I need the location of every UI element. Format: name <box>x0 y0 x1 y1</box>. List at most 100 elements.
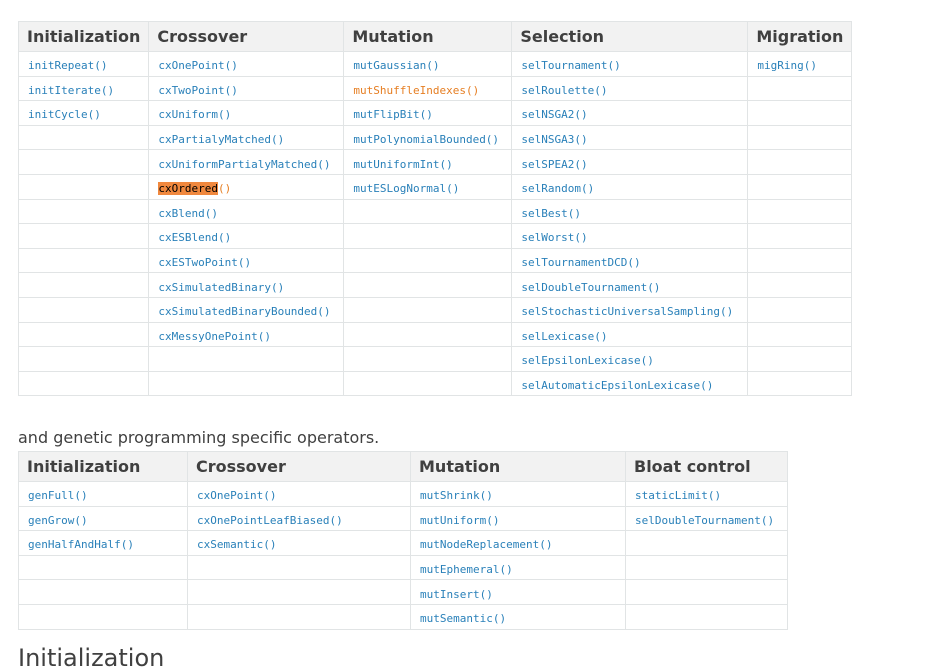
operator-link[interactable]: selWorst() <box>521 231 588 245</box>
operators-table-row: initIterate() cxTwoPoint() mutShuffleIndex… <box>17 75 853 102</box>
operators-table: Initialization Crossover Mutation Select… <box>17 21 853 397</box>
gp-operators-table-body: genFull() cxOnePoint() mutShrink() staticLi… <box>18 481 788 630</box>
operator-link[interactable]: selTournament() <box>521 59 621 73</box>
operator-link[interactable]: selStochasticUniversalSampling() <box>521 305 734 319</box>
operator-link[interactable]: mutSemantic() <box>420 612 507 626</box>
operator-link[interactable]: mutGaussian() <box>353 59 440 73</box>
operator-link[interactable]: cxTwoPoint() <box>158 83 238 97</box>
operator-link[interactable]: cxOnePoint() <box>158 59 238 73</box>
gp-operators-table-header-row: Initialization Crossover Mutation Bloat … <box>18 451 788 482</box>
operator-link[interactable]: migRing() <box>757 59 817 73</box>
operator-link[interactable]: selEpsilonLexicase() <box>521 354 654 368</box>
operators-table-cell: selRoulette() <box>511 75 749 102</box>
operator-link[interactable]: cxSimulatedBinaryBounded() <box>158 305 331 319</box>
operator-link[interactable]: selRoulette() <box>521 83 608 97</box>
operators-table-cell: cxESBlend() <box>148 223 345 249</box>
operator-link[interactable]: cxESBlend() <box>158 231 232 245</box>
operators-table-row: initRepeat() cxOnePoint() mutGaussian() sel… <box>17 51 853 77</box>
gp-operators-table-cell: cxOnePoint() <box>187 481 411 507</box>
operators-table-cell <box>343 346 513 372</box>
column-header-crossover: Crossover <box>148 21 345 52</box>
operator-link[interactable]: genFull() <box>28 489 88 503</box>
operators-table-cell <box>747 272 853 298</box>
operators-table-cell <box>747 124 853 151</box>
operators-table-cell <box>747 223 853 249</box>
operators-table-cell: mutGaussian() <box>343 51 513 77</box>
gp-operators-table-cell: selDoubleTournament() <box>625 505 788 532</box>
operators-table-cell <box>17 149 150 175</box>
operator-link[interactable]: selSPEA2() <box>521 157 588 171</box>
operator-link[interactable]: genGrow() <box>28 513 88 527</box>
operator-link[interactable]: mutShuffleIndexes() <box>353 83 480 97</box>
operators-table-row: cxSimulatedBinaryBounded() selStochasticU… <box>17 296 853 323</box>
operator-link[interactable]: selDoubleTournament() <box>521 280 661 294</box>
operator-link[interactable]: cxBlend() <box>158 206 218 220</box>
gp-operators-table-row: mutSemantic() <box>18 603 788 630</box>
operators-table-cell: cxBlend() <box>148 198 345 225</box>
gp-operators-table-cell <box>18 603 188 630</box>
operator-link[interactable]: mutEphemeral() <box>420 563 513 577</box>
operator-link[interactable]: mutPolynomialBounded() <box>353 133 500 147</box>
operators-table-row: selEpsilonLexicase() <box>17 346 853 372</box>
operator-link[interactable]: cxUniformPartialyMatched() <box>158 157 331 171</box>
operators-table-cell: selAutomaticEpsilonLexicase() <box>511 370 749 397</box>
gp-operators-table-cell: genHalfAndHalf() <box>18 530 188 556</box>
operator-link[interactable]: cxMessyOnePoint() <box>158 329 271 343</box>
operators-table-cell <box>747 75 853 102</box>
operators-table-cell <box>148 370 345 397</box>
operator-link[interactable]: initRepeat() <box>28 59 108 73</box>
gp-operators-table-cell <box>625 530 788 556</box>
operator-link[interactable]: selNSGA3() <box>521 133 588 147</box>
operator-link-highlighted[interactable]: cxOrdered() <box>158 182 231 196</box>
operator-link[interactable]: cxUniform() <box>158 108 232 122</box>
operator-link[interactable]: cxSemantic() <box>197 538 277 552</box>
operator-link[interactable]: selRandom() <box>521 182 595 196</box>
operators-table-cell <box>747 346 853 372</box>
gp-operators-table-cell: genFull() <box>18 481 188 507</box>
operators-table-cell: initCycle() <box>17 100 150 126</box>
section-heading-initialization: Initialization <box>18 644 165 672</box>
operator-link[interactable]: mutUniformInt() <box>353 157 453 171</box>
operator-link[interactable]: cxSimulatedBinary() <box>158 280 285 294</box>
gp-column-header-crossover: Crossover <box>187 451 411 482</box>
operators-table-cell: selNSGA2() <box>511 100 749 126</box>
operator-link[interactable]: selTournamentDCD() <box>521 256 641 270</box>
operator-link[interactable]: selAutomaticEpsilonLexicase() <box>521 379 714 393</box>
operators-table-cell <box>343 321 513 348</box>
operator-link[interactable]: genHalfAndHalf() <box>28 538 134 552</box>
column-header-migration: Migration <box>747 21 853 52</box>
operator-link[interactable]: cxOnePointLeafBiased() <box>197 513 343 527</box>
operators-table-cell <box>17 223 150 249</box>
operators-table-cell: cxOnePoint() <box>148 51 345 77</box>
operator-link[interactable]: selBest() <box>521 206 581 220</box>
operator-link[interactable]: mutNodeReplacement() <box>420 538 553 552</box>
operator-link[interactable]: mutFlipBit() <box>353 108 433 122</box>
gp-operators-table-cell: cxSemantic() <box>187 530 411 556</box>
operators-table-cell <box>148 346 345 372</box>
operators-table-cell: initRepeat() <box>17 51 150 77</box>
operators-table-cell: cxMessyOnePoint() <box>148 321 345 348</box>
operator-link[interactable]: cxESTwoPoint() <box>158 256 252 270</box>
operator-link[interactable]: selDoubleTournament() <box>635 513 775 527</box>
operator-link[interactable]: cxPartialyMatched() <box>158 133 285 147</box>
gp-operators-table: Initialization Crossover Mutation Bloat … <box>18 451 788 630</box>
operator-link[interactable]: staticLimit() <box>635 489 722 503</box>
operators-table-row: cxESBlend() selWorst() <box>17 223 853 249</box>
operator-link[interactable]: mutUniform() <box>420 513 500 527</box>
operator-link[interactable]: initCycle() <box>28 108 101 122</box>
operators-table-cell: selNSGA3() <box>511 124 749 151</box>
operator-link[interactable]: cxOnePoint() <box>197 489 277 503</box>
operators-table-cell: selEpsilonLexicase() <box>511 346 749 372</box>
operators-table-cell <box>747 149 853 175</box>
gp-operators-table-cell: cxOnePointLeafBiased() <box>187 505 411 532</box>
operator-link[interactable]: initIterate() <box>28 83 115 97</box>
operators-table-body: initRepeat() cxOnePoint() mutGaussian() sel… <box>17 51 853 397</box>
operator-link[interactable]: mutShrink() <box>420 489 493 503</box>
operator-link[interactable]: mutESLogNormal() <box>353 182 460 196</box>
gp-operators-table-cell <box>625 579 788 605</box>
gp-operators-table-cell: genGrow() <box>18 505 188 532</box>
operator-link[interactable]: selLexicase() <box>521 329 608 343</box>
operators-table-cell <box>343 296 513 323</box>
operator-link[interactable]: selNSGA2() <box>521 108 588 122</box>
operator-link[interactable]: mutInsert() <box>420 587 493 601</box>
